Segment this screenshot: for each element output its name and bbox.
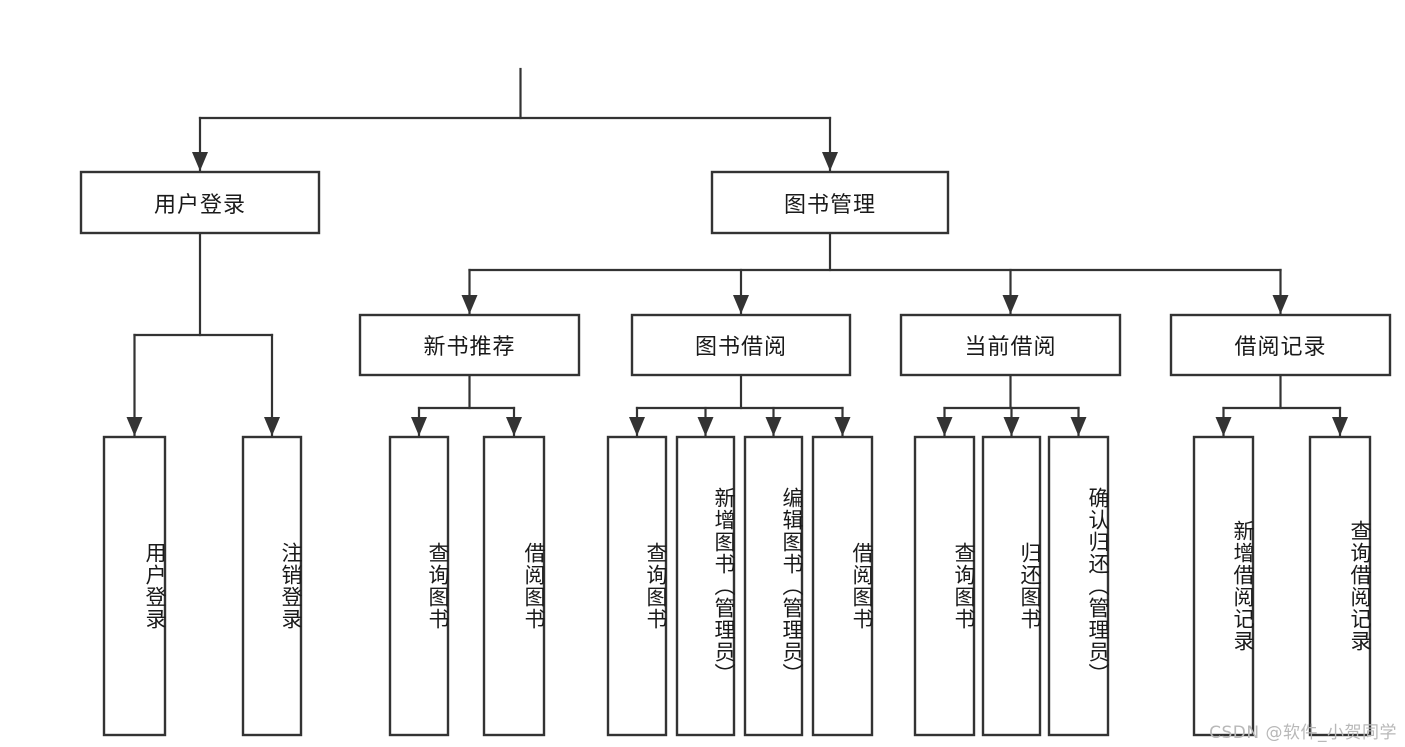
level3-node-1 — [358, 313, 581, 377]
leaf-node-12 — [1192, 435, 1255, 737]
node-boxes — [79, 170, 1392, 737]
arrow-head-icon — [126, 417, 143, 436]
leaf-node-2 — [241, 435, 303, 737]
arrow-head-icon — [411, 417, 427, 436]
arrow-head-icon — [1002, 295, 1019, 314]
arrow-head-icon — [1070, 417, 1087, 436]
arrow-head-icon — [192, 152, 208, 171]
leaf-node-5 — [606, 435, 668, 737]
arrow-head-icon — [264, 417, 280, 436]
level3-node-2 — [630, 313, 852, 377]
arrow-head-icon — [629, 417, 645, 436]
leaf-node-4 — [482, 435, 546, 737]
arrow-head-icon — [1003, 417, 1020, 436]
leaf-node-13 — [1308, 435, 1372, 737]
arrow-head-icon — [1332, 417, 1348, 436]
leaf-node-1 — [102, 435, 167, 737]
arrow-head-icon — [461, 295, 478, 314]
level3-node-3 — [899, 313, 1122, 377]
arrow-head-icon — [822, 152, 838, 171]
arrow-head-icon — [697, 417, 714, 436]
leaf-node-11 — [1047, 435, 1110, 737]
arrow-head-icon — [1272, 295, 1289, 314]
arrow-head-icon — [506, 417, 522, 436]
arrow-head-icon — [1215, 417, 1232, 436]
level2-node-1 — [79, 170, 321, 235]
arrow-head-icon — [936, 417, 953, 436]
leaf-node-10 — [981, 435, 1042, 737]
leaf-node-3 — [388, 435, 450, 737]
leaf-node-8 — [811, 435, 874, 737]
arrow-head-icon — [765, 417, 782, 436]
arrow-head-icon — [733, 295, 749, 314]
leaf-node-7 — [743, 435, 804, 737]
level3-node-4 — [1169, 313, 1392, 377]
arrow-head-icon — [834, 417, 851, 436]
leaf-node-6 — [675, 435, 736, 737]
connector-lines — [126, 67, 1348, 437]
level2-node-2 — [710, 170, 950, 235]
leaf-node-9 — [913, 435, 976, 737]
